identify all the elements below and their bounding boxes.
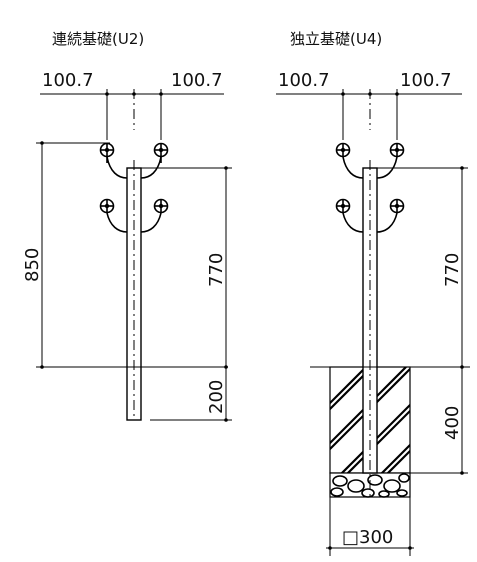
height-above-label: 770 xyxy=(442,253,463,287)
top-dim-right: 100.7 xyxy=(400,70,452,91)
top-dim-left: 100.7 xyxy=(42,70,94,91)
right-height-dimension: 770 200 xyxy=(141,166,232,422)
panel-title: 独立基礎(U4) xyxy=(290,30,382,48)
height-total-label: 850 xyxy=(22,248,43,282)
height-below-label: 400 xyxy=(442,406,463,440)
top-dimension: 100.7 100.7 xyxy=(40,70,224,140)
total-height-dimension: 850 xyxy=(22,141,110,369)
height-below-label: 200 xyxy=(206,380,227,414)
panel-continuous-foundation: 連続基礎(U2) 100.7 100.7 xyxy=(22,30,232,422)
top-dimension: 100.7 100.7 xyxy=(276,70,462,140)
post xyxy=(362,160,378,500)
upper-brackets xyxy=(335,142,405,179)
right-height-dimension: 770 400 xyxy=(377,166,468,475)
lower-brackets xyxy=(335,198,405,233)
top-dim-right: 100.7 xyxy=(171,70,223,91)
height-above-label: 770 xyxy=(206,253,227,287)
lower-brackets xyxy=(99,198,169,233)
upper-brackets xyxy=(99,142,169,179)
top-dim-left: 100.7 xyxy=(278,70,330,91)
footing-width-label: □300 xyxy=(342,527,393,548)
gravel-base xyxy=(329,472,411,498)
panel-independent-foundation: 独立基礎(U4) 100.7 100.7 xyxy=(276,30,470,556)
footing-width-dimension: □300 xyxy=(326,497,414,556)
post xyxy=(126,160,142,421)
panel-title: 連続基礎(U2) xyxy=(52,30,144,48)
